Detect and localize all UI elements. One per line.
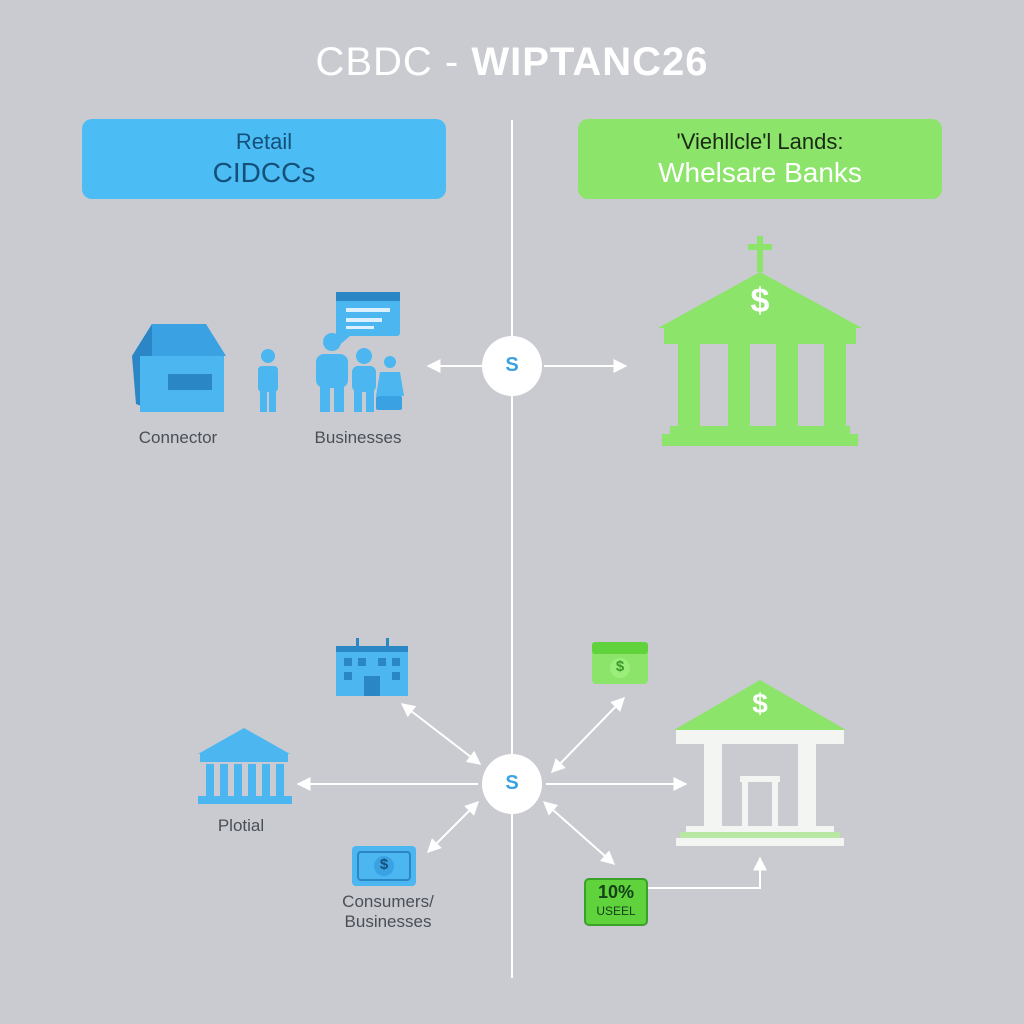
arrow-to-office xyxy=(400,703,482,765)
retail-header-box: Retail CIDCCs xyxy=(82,119,446,199)
person-icon xyxy=(258,349,278,412)
hub-top xyxy=(482,336,542,396)
people-group-icon xyxy=(316,333,404,412)
connector-label: Connector xyxy=(138,428,218,447)
hub-bottom xyxy=(482,754,542,814)
wholesale-header-box: 'Viehllcle'l Lands: Whelsare Banks xyxy=(578,119,942,199)
office-building-icon xyxy=(336,638,408,696)
bank-dollar-sign: $ xyxy=(752,688,768,719)
consumers-businesses-label: Consumers/ Businesses xyxy=(342,892,434,931)
title-prefix: CBDC - xyxy=(315,40,472,84)
businesses-label: Businesses xyxy=(314,428,402,447)
badge-value: 10% xyxy=(597,882,635,902)
message-window-icon xyxy=(336,292,400,348)
bank-dollar-sign: $ xyxy=(750,282,770,320)
banknote-icon xyxy=(352,846,416,886)
bank-building-icon xyxy=(674,680,846,846)
wholesale-box-line1: 'Viehllcle'l Lands: xyxy=(676,128,844,154)
retail-box-line2: CIDCCs xyxy=(212,157,316,189)
badge-label: USEEL xyxy=(596,904,636,918)
house-icon xyxy=(132,324,226,412)
bank-building-icon xyxy=(658,236,862,446)
hub-bottom-symbol: S xyxy=(505,772,519,794)
plotial-label: Plotial xyxy=(217,816,265,835)
hub-top-symbol: S xyxy=(505,354,519,376)
percentage-badge: 10% USEEL xyxy=(584,878,648,926)
arrow-to-consumers xyxy=(427,801,479,853)
arrow-badge-to-bank xyxy=(648,856,767,889)
banknote-dollar-sign: $ xyxy=(379,856,389,873)
wholesale-box-line2: Whelsare Banks xyxy=(658,157,862,189)
arrow-to-banknote-green xyxy=(551,696,625,774)
page-title: CBDC - WIPTANC26 xyxy=(0,40,1024,85)
banknote-icon xyxy=(592,642,648,684)
bank-building-icon xyxy=(198,728,292,804)
title-suffix: WIPTANC26 xyxy=(471,40,709,84)
banknote-dollar-sign: $ xyxy=(615,658,625,675)
retail-box-line1: Retail xyxy=(235,128,293,154)
arrow-to-badge xyxy=(542,801,616,865)
